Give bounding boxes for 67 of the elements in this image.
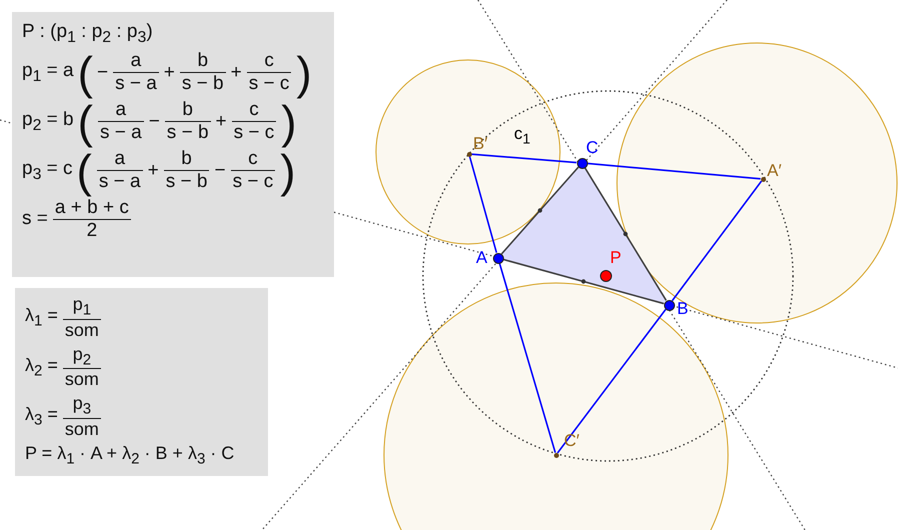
- formula-text: b: [196, 50, 210, 72]
- parenthesis: ): [295, 50, 313, 96]
- formula-text: +: [230, 62, 243, 84]
- formula-text: a: [130, 50, 142, 72]
- line-segment: [556, 308, 666, 454]
- line-segment: [584, 167, 667, 301]
- parenthesis: (: [76, 50, 94, 96]
- point-label: P: [610, 248, 622, 268]
- point-label: A: [476, 248, 488, 268]
- point-label: C′: [564, 431, 580, 451]
- fraction-denominator: s − b: [180, 72, 226, 96]
- formula-text: +: [214, 110, 228, 133]
- formula-text: p$_{3}$: [72, 393, 92, 418]
- formula-text: c: [247, 148, 259, 170]
- fraction-denominator: 2: [52, 218, 131, 242]
- line-segment: [501, 166, 579, 254]
- formula-text: p$_{1}$ = a: [21, 60, 75, 86]
- formula-text: b: [181, 99, 194, 122]
- formula-text: P : (p$_{1}$ : p$_{2}$ : p$_{3}$): [21, 21, 154, 47]
- fraction-denominator: s − c: [230, 170, 276, 194]
- formula-text: p$_{3}$ = c: [21, 158, 74, 184]
- formula-text: λ$_{3}$ =: [24, 404, 59, 429]
- parenthesis: (: [76, 148, 92, 194]
- formula-text: +: [162, 62, 176, 84]
- fraction-denominator: s − c: [246, 72, 292, 96]
- parenthesis: ): [279, 148, 297, 194]
- line-segment: [587, 162, 761, 180]
- fraction-denominator: s − a: [113, 72, 159, 96]
- formula-text: s =: [21, 208, 49, 230]
- parenthesis: (: [76, 98, 94, 145]
- point-label: C: [586, 138, 598, 158]
- point-label: A′: [767, 161, 782, 181]
- fraction-denominator: s − a: [96, 170, 143, 194]
- formula-text: p$_{1}$: [72, 294, 92, 319]
- formula-text: λ$_{2}$ =: [24, 354, 59, 380]
- circle-label: c$_{1}$: [514, 124, 530, 148]
- fraction-denominator: s − b: [164, 170, 210, 194]
- formula-text: p$_{2}$: [72, 344, 92, 368]
- fraction-denominator: s − a: [98, 121, 144, 144]
- formula-text: a + b + c: [54, 196, 130, 219]
- line-segment: [498, 263, 556, 453]
- parenthesis: ): [280, 98, 297, 145]
- fraction-denominator: som: [62, 318, 101, 341]
- formula-text: c: [248, 99, 260, 122]
- line-segment: [468, 156, 498, 253]
- fraction-denominator: s − b: [164, 121, 211, 144]
- formula-text: −: [148, 110, 161, 133]
- formula-text: a: [114, 99, 128, 122]
- fraction-denominator: s − c: [232, 121, 276, 144]
- formula-text: −: [96, 62, 110, 84]
- line-segment: [471, 153, 577, 164]
- point-label: B: [677, 299, 688, 319]
- formula-text: b: [180, 148, 193, 170]
- formula-text: λ$_{1}$ =: [24, 305, 59, 330]
- line-segment: [672, 180, 762, 302]
- formula-text: P = λ$_{1}$ · A + λ$_{2}$ · B + λ$_{3}$ · C: [24, 442, 236, 468]
- fraction-denominator: som: [62, 418, 101, 440]
- fraction-denominator: som: [62, 368, 101, 390]
- formula-text: +: [146, 160, 160, 182]
- formula-text: −: [213, 160, 227, 182]
- line-segment: [503, 258, 664, 304]
- formula-text: p$_{2}$ = b: [21, 108, 75, 135]
- formula-panel: [12, 12, 334, 277]
- formula-panel: [15, 288, 268, 476]
- point-label: B′: [473, 134, 488, 154]
- formula-text: a: [113, 148, 126, 170]
- formula-text: c: [263, 50, 275, 72]
